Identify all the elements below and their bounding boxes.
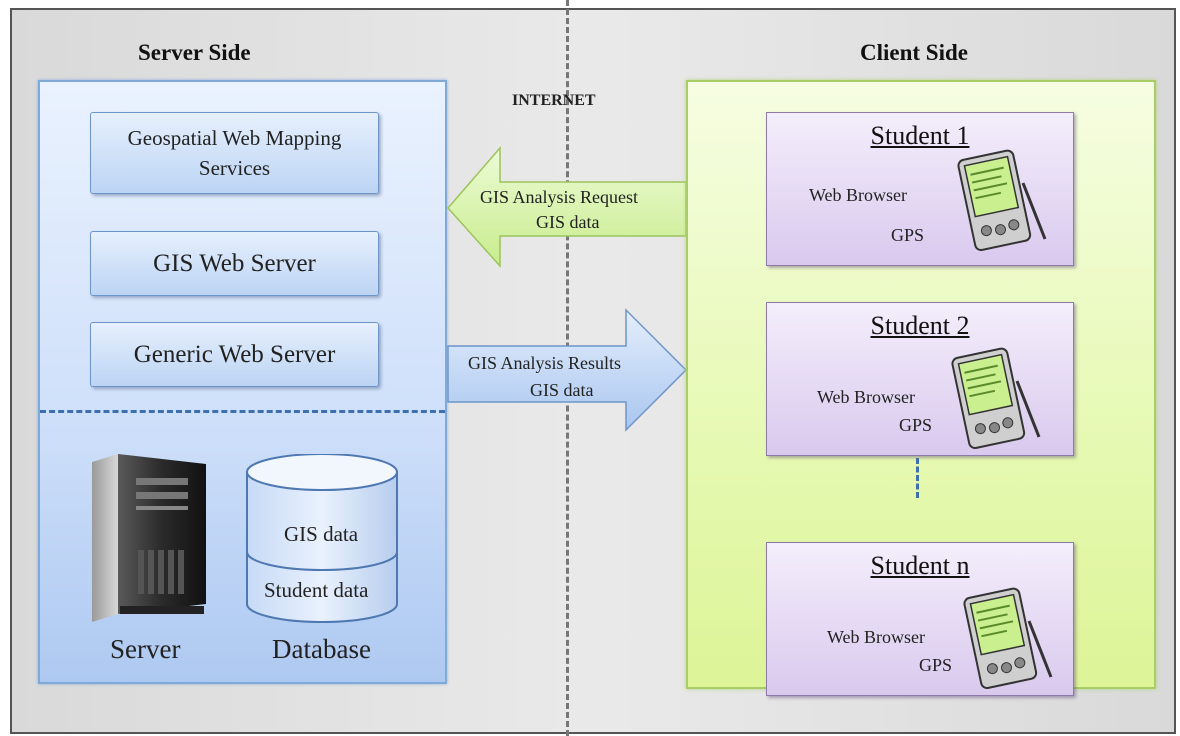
student-name: Student 2: [870, 311, 970, 340]
pda-icon: [963, 587, 1053, 690]
gps-label: GPS: [891, 225, 925, 245]
generic-web-server-box: Generic Web Server: [90, 322, 379, 387]
request-arrow-data-label: GIS data: [536, 212, 600, 232]
generic-web-server-label: Generic Web Server: [133, 340, 336, 368]
server-and-database-illustration: [92, 454, 398, 623]
request-arrow-label: GIS Analysis Request: [480, 187, 639, 207]
student-box: Student 1 Web Browser GPS: [766, 112, 1074, 266]
gis-web-server-label: GIS Web Server: [153, 249, 316, 277]
student-name: Student n: [870, 551, 970, 580]
pda-icon: [957, 149, 1047, 252]
student-name: Student 1: [870, 121, 970, 150]
web-browser-label: Web Browser: [817, 387, 916, 407]
results-arrow-shape: [447, 308, 688, 432]
geospatial-web-mapping-services-box: Geospatial Web Mapping Services: [90, 112, 379, 194]
client-side-panel: Student 1 Web Browser GPS Student 2 Web …: [686, 80, 1156, 696]
geospatial-services-label: Geospatial Web Mapping Services: [127, 126, 342, 180]
student-box: Student n Web Browser GPS: [766, 542, 1074, 696]
database-student-data-layer: Student data: [264, 578, 369, 602]
client-side-title: Client Side: [860, 40, 968, 65]
results-arrow-label: GIS Analysis Results: [468, 353, 622, 373]
server-side-panel: Geospatial Web Mapping Services GIS Web …: [38, 80, 447, 684]
server-section-divider: [40, 410, 445, 413]
more-students-ellipsis: [916, 458, 919, 498]
database-icon: [246, 454, 398, 623]
student-box: Student 2 Web Browser GPS: [766, 302, 1074, 456]
pda-icon: [951, 347, 1041, 450]
web-browser-label: Web Browser: [809, 185, 908, 205]
server-label: Server: [110, 634, 181, 664]
server-side-title: Server Side: [138, 40, 251, 65]
gis-web-server-box: GIS Web Server: [90, 231, 379, 296]
results-arrow-data-label: GIS data: [530, 380, 594, 400]
web-browser-label: Web Browser: [827, 627, 926, 647]
server-tower-icon: [92, 454, 206, 622]
gps-label: GPS: [899, 415, 933, 435]
request-arrow-shape: [447, 145, 687, 268]
database-gis-data-layer: GIS data: [284, 522, 359, 546]
internet-label: INTERNET: [512, 92, 596, 109]
database-label: Database: [272, 634, 371, 664]
gps-label: GPS: [919, 655, 953, 675]
